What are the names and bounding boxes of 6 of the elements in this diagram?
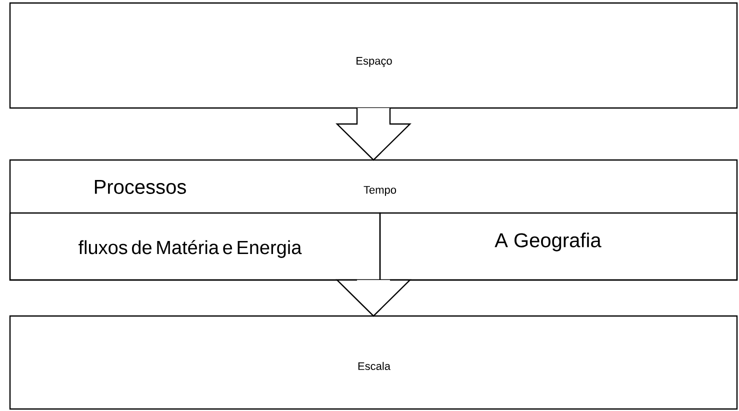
- table-cell: fluxos de Matéria e Energia: [9, 212, 381, 281]
- table-cell: A Geografia: [379, 212, 738, 281]
- process-box: Escala: [9, 315, 738, 410]
- block-arrow: [336, 279, 412, 317]
- process-box: Espaço: [9, 2, 738, 109]
- block-arrow: [336, 107, 412, 161]
